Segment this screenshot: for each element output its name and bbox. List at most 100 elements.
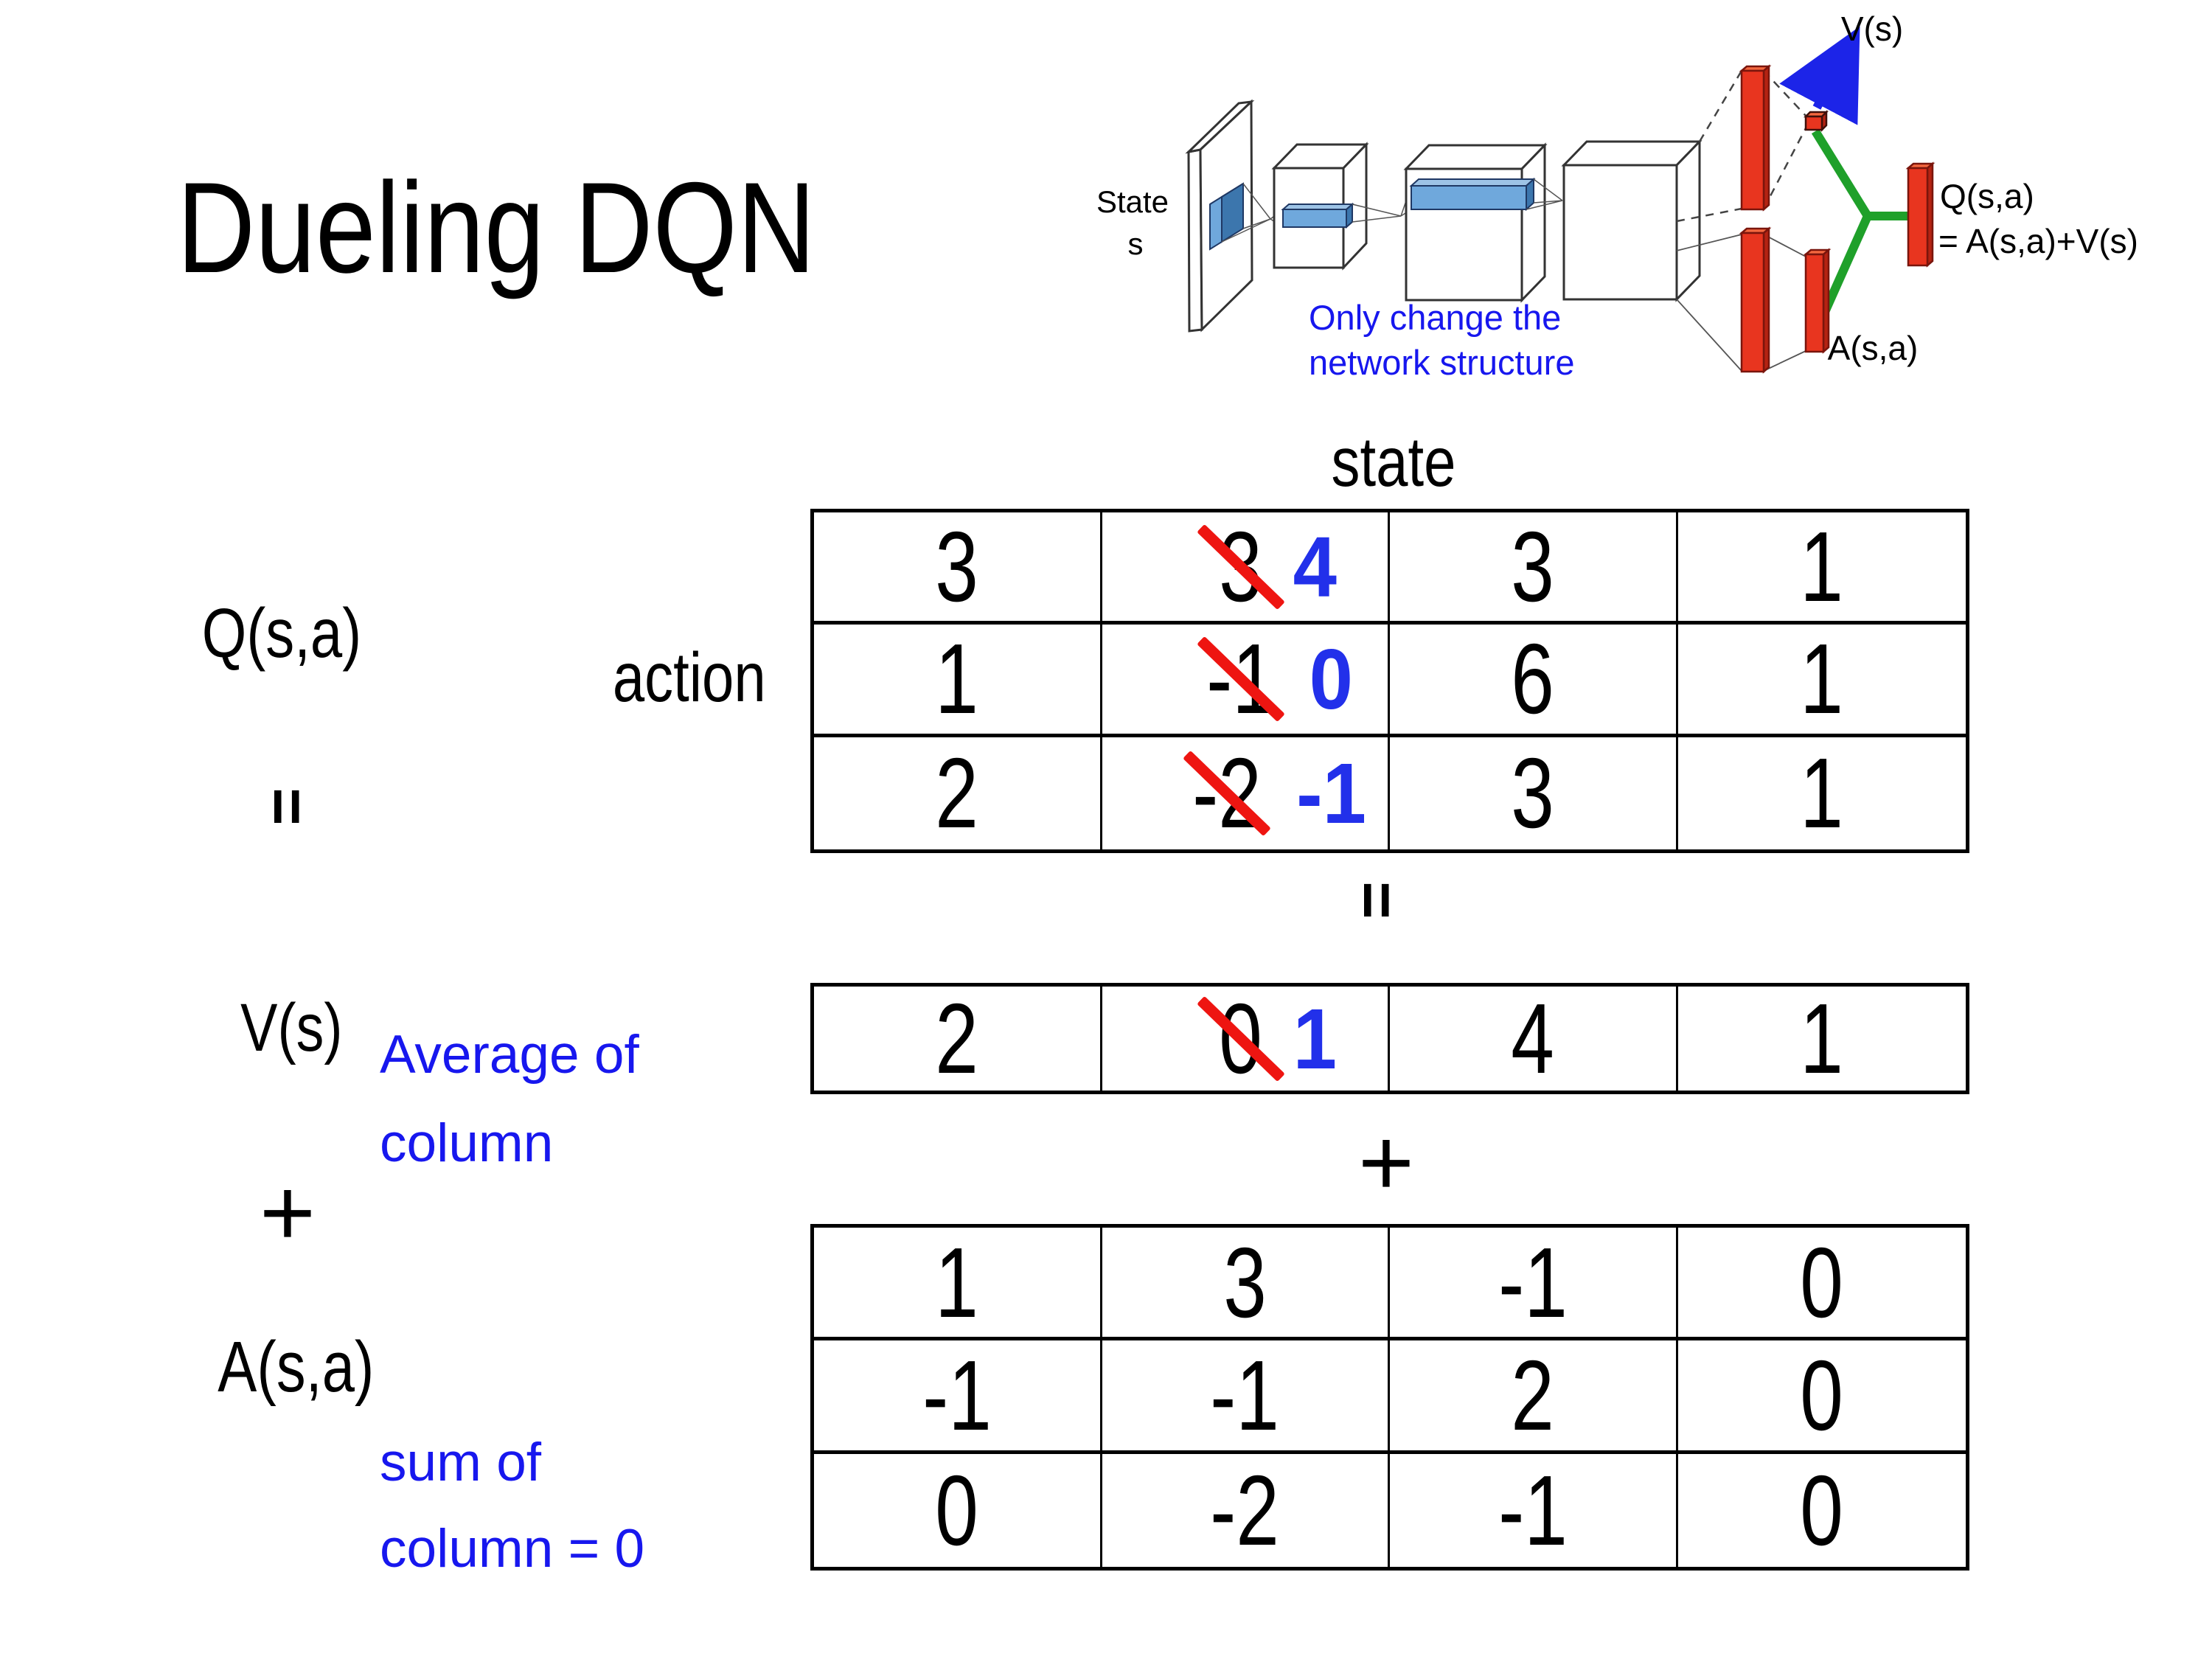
v-table-cell: 2 [814, 987, 1102, 1091]
diagram-q-label-line2: = A(s,a)+V(s) [1938, 222, 2138, 260]
a-table-cell: 0 [1677, 1226, 1966, 1341]
q-table-cell: 2 [814, 737, 1102, 849]
q-table-cell: 6 [1390, 625, 1678, 737]
feature-bar [1409, 177, 1536, 212]
q-table-cell: 1 [1677, 623, 1966, 737]
a-table-cell: -1 [814, 1339, 1102, 1454]
page-title: Dueling DQN [177, 156, 816, 300]
v-output-arrow [1779, 26, 1860, 125]
equals-left: = [251, 787, 324, 826]
q-function-label: Q(s,a) [201, 594, 362, 672]
note-average-line1: Average of [380, 1025, 639, 1085]
table-value: 1 [935, 623, 979, 735]
v-table-cell: 01 [1102, 987, 1390, 1091]
q-table-cell: 1 [1677, 511, 1966, 625]
table-value: 2 [1511, 1339, 1555, 1451]
crossed-out-value: -2 [1182, 743, 1271, 843]
q-table-cell: -10 [1102, 625, 1390, 737]
a-table-cell: 1 [814, 1226, 1102, 1341]
red-bar-hidden-top [1739, 64, 1772, 212]
table-value: -1 [1498, 1226, 1568, 1338]
corrected-value: -1 [1295, 745, 1366, 841]
table-value: 3 [1511, 737, 1555, 849]
v-scalar-node [1803, 109, 1829, 133]
diagram-note-line2: network structure [1309, 343, 1574, 382]
plus-center: + [1358, 1108, 1414, 1216]
table-value: 4 [1511, 983, 1555, 1094]
diagram-v-label: V(s) [1841, 10, 1903, 48]
a-table-cell: -1 [1390, 1226, 1678, 1341]
q-table-cell: 34 [1102, 512, 1390, 625]
table-value: -1 [1498, 1454, 1568, 1566]
corrected-value: 4 [1293, 518, 1337, 615]
corrected-value: 1 [1293, 990, 1337, 1087]
cnn-diagram: State s V(s) Q(s,a) = A(s,a)+V(s) A(s,a)… [1096, 10, 2138, 382]
table-value: 0 [1800, 1454, 1844, 1566]
table-value: -2 [1210, 1454, 1280, 1566]
table-value: 0 [1800, 1339, 1844, 1451]
conv-slab-1 [1209, 182, 1244, 251]
note-sum-line1: sum of [380, 1433, 542, 1492]
table-value: 1 [1800, 983, 1844, 1094]
v-value-label: V(s) [240, 990, 343, 1065]
convergence-lines-3 [1526, 178, 1563, 210]
table-value: 3 [1511, 511, 1555, 623]
a-advantage-label: A(s,a) [218, 1326, 375, 1407]
a-table-cell: 0 [1677, 1339, 1966, 1454]
note-sum-line2: column = 0 [380, 1519, 645, 1579]
a-table-cell: 3 [1102, 1226, 1390, 1341]
diagram-state-label-line2: s [1128, 226, 1144, 261]
table-value: 2 [935, 983, 979, 1094]
table-value: -1 [922, 1339, 992, 1451]
conv-box-3 [1561, 139, 1703, 302]
state-axis-label: state [1331, 423, 1456, 501]
table-value: 1 [1800, 623, 1844, 735]
a-table-cell: -1 [1102, 1339, 1390, 1454]
conv-box-2 [1403, 142, 1548, 303]
red-bar-hidden-bottom [1739, 226, 1772, 374]
crossed-out-value: 3 [1197, 517, 1285, 616]
table-value: 3 [1222, 1226, 1267, 1338]
note-average-line2: column [380, 1113, 554, 1173]
diagram-state-label-line1: State [1096, 184, 1169, 219]
action-axis-label: action [613, 639, 766, 717]
corrected-value: 0 [1309, 630, 1353, 727]
crossed-out-value: 0 [1197, 989, 1285, 1088]
green-combine-connector [1811, 128, 1908, 321]
table-value: 2 [935, 737, 979, 849]
q-vector-bar [1905, 161, 1935, 268]
table-value: -1 [1210, 1339, 1280, 1451]
equals-center: = [1340, 881, 1414, 919]
q-table-cell: 1 [1678, 737, 1966, 849]
q-table-cell: 3 [1390, 512, 1678, 625]
plus-left: + [260, 1158, 316, 1266]
a-table-cell: -1 [1390, 1453, 1678, 1567]
a-vector-bar [1803, 248, 1832, 354]
q-table-cell: 3 [814, 512, 1102, 625]
q-table-cell: 1 [814, 625, 1102, 737]
diagram-q-label-line1: Q(s,a) [1940, 177, 2034, 215]
a-table-cell: 2 [1390, 1339, 1678, 1454]
table-value: 0 [1800, 1226, 1844, 1338]
table-value: 3 [935, 511, 979, 623]
a-table-cell: -2 [1102, 1453, 1390, 1567]
diagram-note-line1: Only change the [1309, 298, 1561, 337]
a-table-cell: 0 [1678, 1454, 1966, 1567]
conv-slab-2 [1281, 202, 1354, 229]
table-value: 1 [1800, 737, 1844, 849]
q-table-cell: 3 [1390, 737, 1678, 849]
v-table: 20141 [810, 983, 1969, 1094]
table-value: 6 [1511, 623, 1555, 735]
diagram-a-label: A(s,a) [1828, 329, 1919, 367]
v-table-cell: 4 [1390, 987, 1678, 1091]
table-value: 1 [1800, 511, 1844, 623]
solid-fan-a-branch [1676, 234, 1806, 372]
a-table-cell: 0 [814, 1453, 1102, 1567]
table-value: 0 [935, 1454, 979, 1566]
crossed-out-value: -1 [1197, 629, 1285, 728]
table-value: 1 [935, 1226, 979, 1338]
v-table-cell: 1 [1678, 987, 1966, 1091]
